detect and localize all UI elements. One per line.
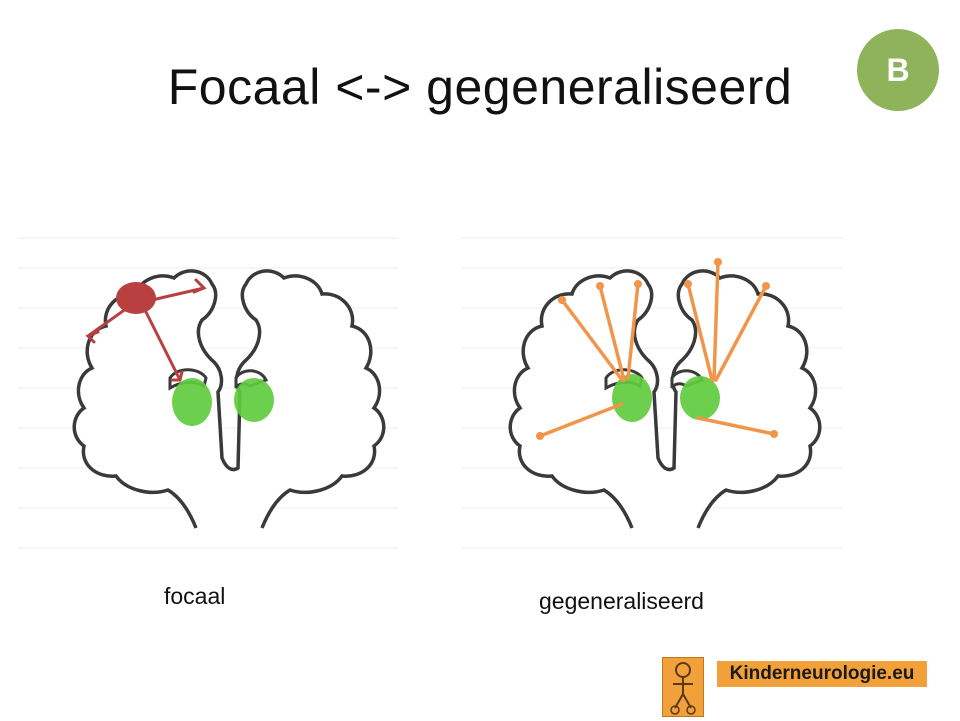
focal-arrow-down [144,310,184,382]
focal-origin-spot [116,282,156,314]
focal-brain-illustration [18,228,398,578]
right-nucleus [234,378,274,422]
gen-arrow-4 [538,402,624,438]
left-nucleus [612,374,652,422]
gen-arrow-8 [696,416,776,436]
generalized-caption: gegeneraliseerd [539,588,704,614]
section-badge: B [857,29,939,111]
gen-arrow-7 [714,284,768,382]
focal-caption: focaal [164,583,226,609]
child-figure-icon [662,657,704,717]
left-nucleus [172,378,212,426]
right-nucleus [680,376,720,420]
gen-arrow-1 [560,298,624,382]
gen-arrow-5 [686,282,714,382]
gen-arrow-2 [598,284,626,382]
generalized-brain-svg [462,237,842,549]
brain-outline [72,269,386,529]
focal-arrow-left [85,304,132,344]
gen-arrow-3 [626,282,640,380]
site-logo-text[interactable]: Kinderneurologie.eu [717,661,927,687]
gen-arrow-6 [712,260,720,382]
slide-title: Focaal <-> gegeneraliseerd [167,59,793,115]
generalized-brain-illustration [462,228,842,578]
focal-arrow-right [150,278,207,302]
brain-outline [508,269,822,529]
focal-brain-svg [18,237,398,549]
